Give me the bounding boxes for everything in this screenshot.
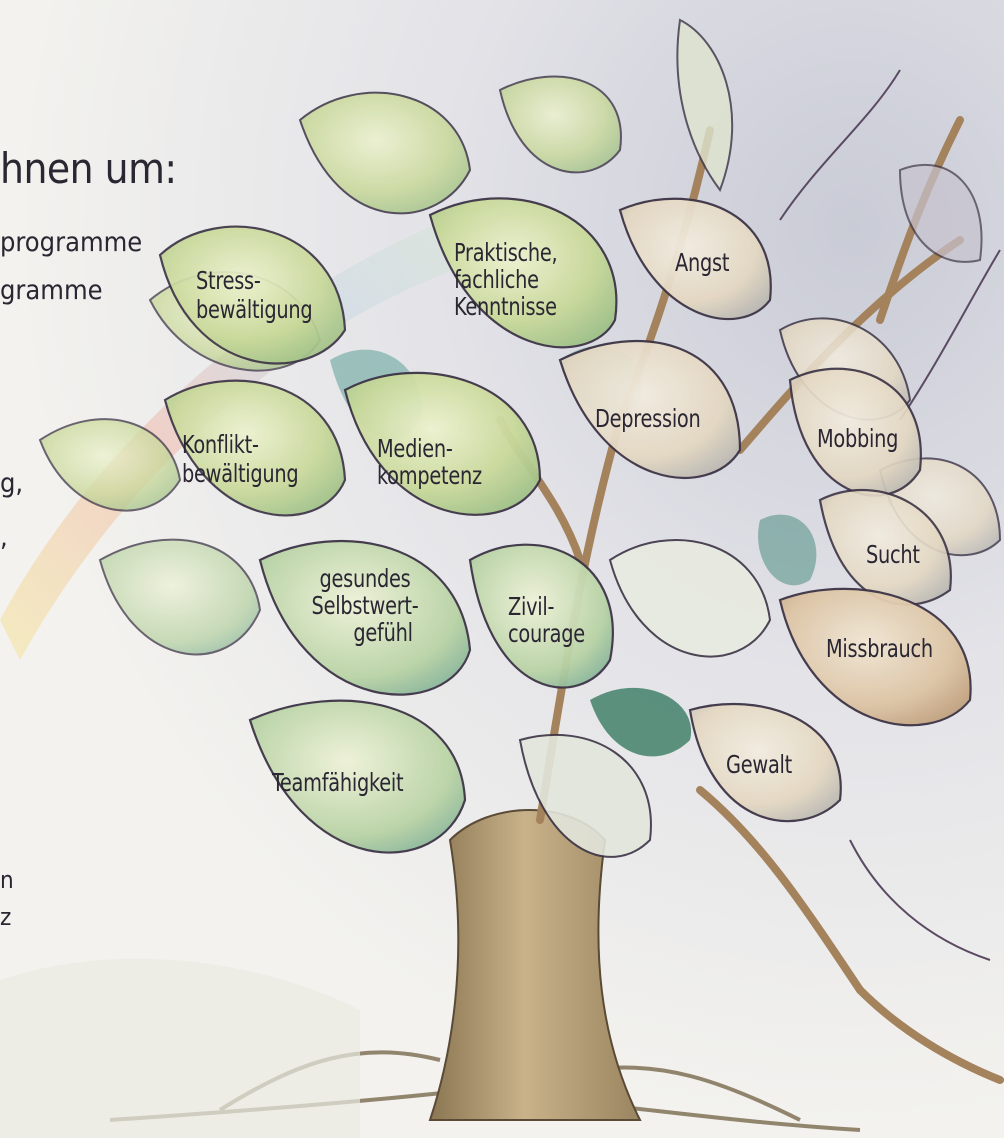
label-mobbing: Mobbing (817, 426, 898, 451)
label-gewalt: Gewalt (726, 752, 792, 777)
label-stress: Stress-bewältigung (196, 268, 312, 322)
heading-fragment: hnen um: (0, 148, 177, 190)
label-depression: Depression (595, 406, 701, 431)
label-team: Teamfähigkeit (272, 770, 403, 795)
list-line-1: programme (0, 227, 142, 258)
text-fragment-4: z (0, 905, 11, 929)
text-fragment-1: g, (0, 470, 23, 497)
label-missbrauch: Missbrauch (826, 636, 933, 661)
label-angst: Angst (675, 250, 729, 275)
text-fragment-2: , (0, 524, 8, 551)
label-medien: Medien-kompetenz (377, 436, 482, 488)
label-sucht: Sucht (866, 542, 920, 567)
label-konflikt: Konflikt-bewältigung (182, 432, 298, 486)
list-line-2: gramme (0, 275, 103, 306)
label-zivil: Zivil-courage (508, 594, 585, 646)
text-fragment-3: n (0, 868, 14, 892)
